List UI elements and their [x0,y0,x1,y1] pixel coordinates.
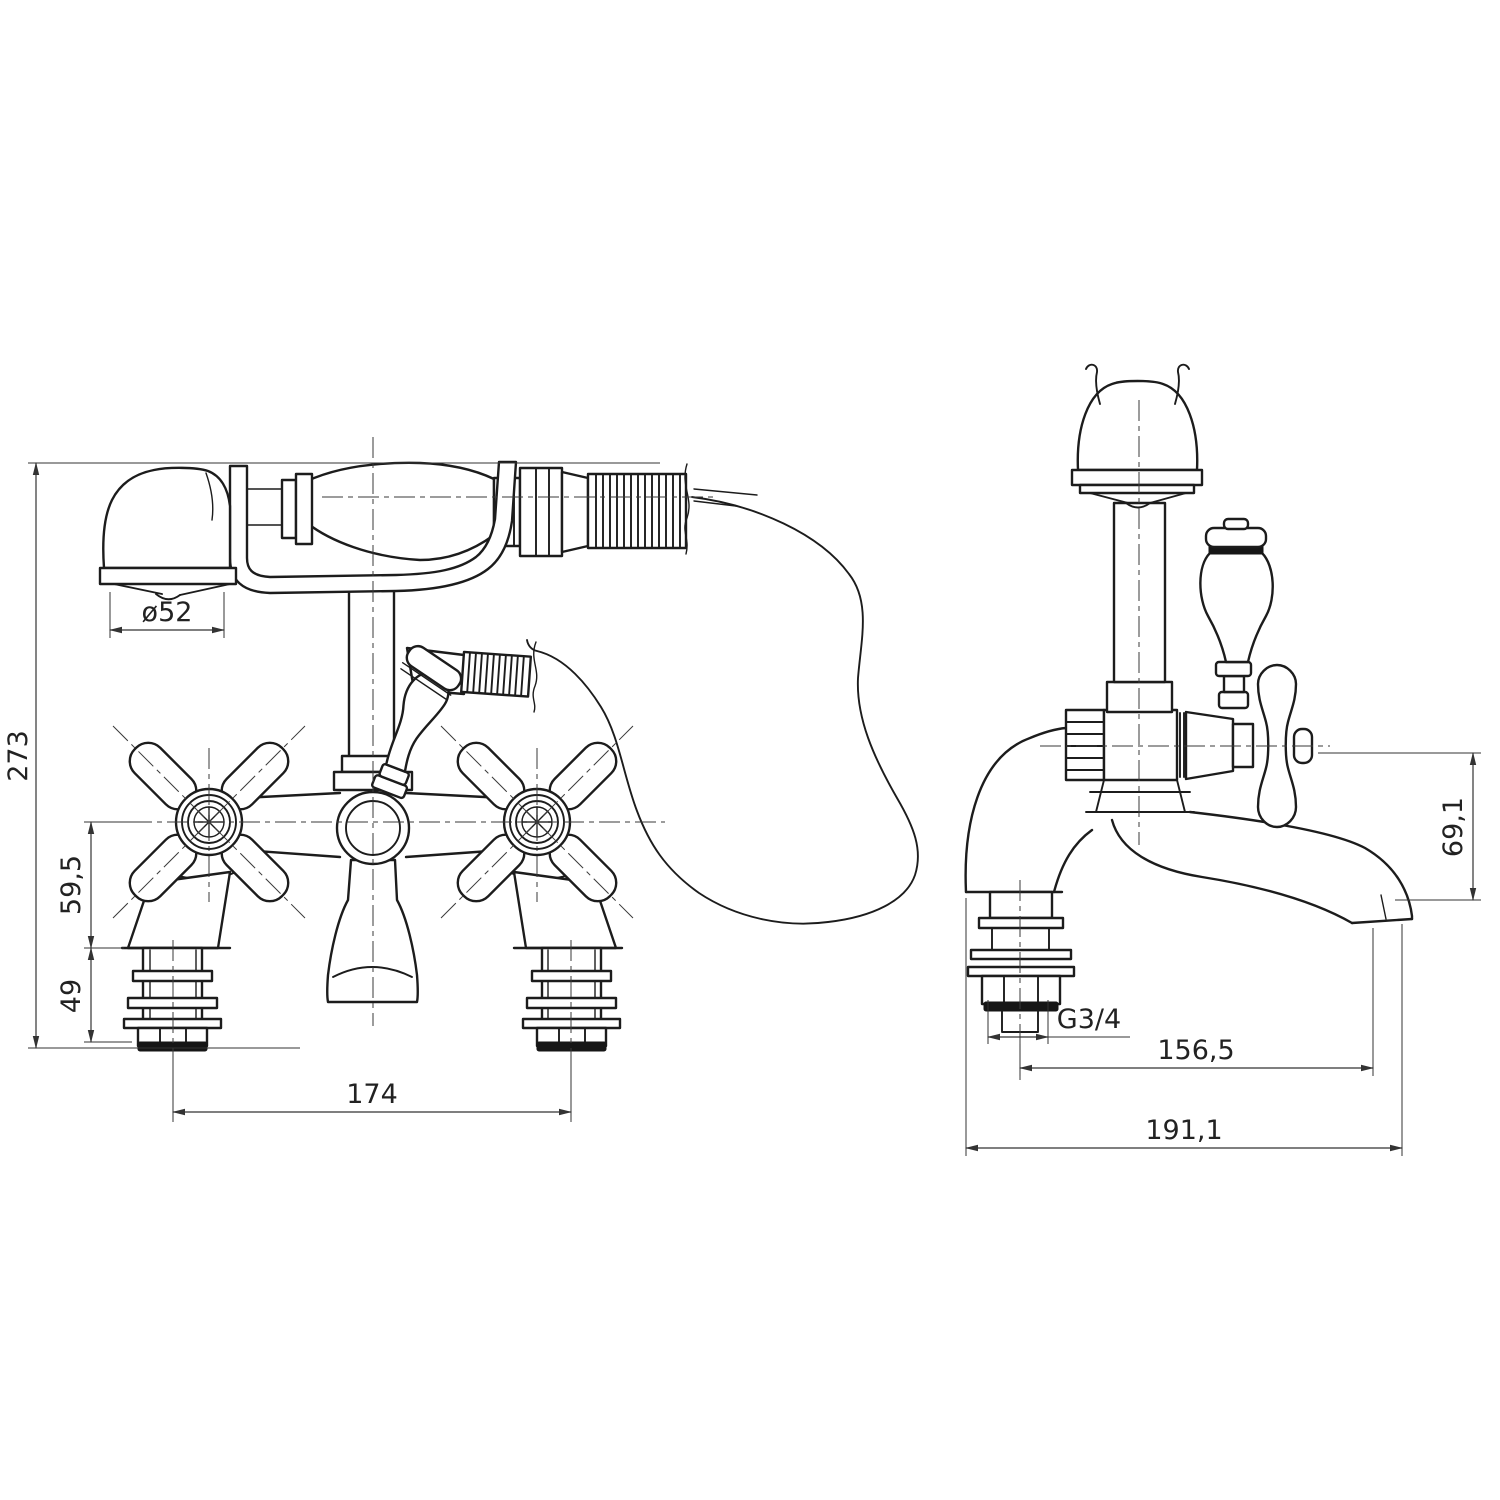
handset-cradle [228,460,518,595]
side-riser-and-handset [1070,363,1204,714]
dim-overall-projection: 191,1 [965,898,1403,1156]
dim-axis-to-spout: 69,1 [1318,752,1481,901]
side-view: 69,1 G3/4 156,5 191,1 [964,363,1481,1156]
side-centerlines [1019,400,1330,1080]
diverter-lever [371,644,463,800]
dim-label-156-5: 156,5 [1157,1035,1234,1066]
side-valve-body [1064,708,1255,782]
shower-hose-connector [586,463,758,555]
shower-hose [526,496,919,925]
holder-prong-right [1174,363,1190,405]
dim-label-59-5: 59,5 [56,855,87,915]
dim-label-69-1: 69,1 [1438,797,1469,857]
handset-grip [231,461,590,562]
dim-handle-to-deck: 59,5 [56,821,150,949]
side-diverter-lever [1199,517,1274,710]
dim-inlet-centres: 174 [172,1054,572,1120]
dim-label-o52: ø52 [142,597,193,628]
dim-centre-to-spout: 156,5 [1019,928,1374,1076]
dim-handset-face-diameter: ø52 [109,592,225,638]
dim-label-g34: G3/4 [1057,1004,1121,1035]
dim-deck-to-tail: 49 [56,947,132,1043]
dim-inlet-thread: G3/4 [987,1000,1130,1044]
dim-overall-height: 273 [3,462,660,1049]
dim-label-273: 273 [3,730,34,782]
dim-label-191-1: 191,1 [1145,1115,1222,1146]
holder-prong-left [1085,363,1101,405]
dim-label-174: 174 [346,1079,398,1110]
front-centerlines [95,437,716,1122]
front-view: ø52 273 59,5 49 174 [3,437,919,1122]
side-spout [1110,810,1414,925]
handset-head [98,466,238,601]
side-inlet-leg [966,890,1076,1033]
dim-label-49: 49 [56,979,87,1013]
